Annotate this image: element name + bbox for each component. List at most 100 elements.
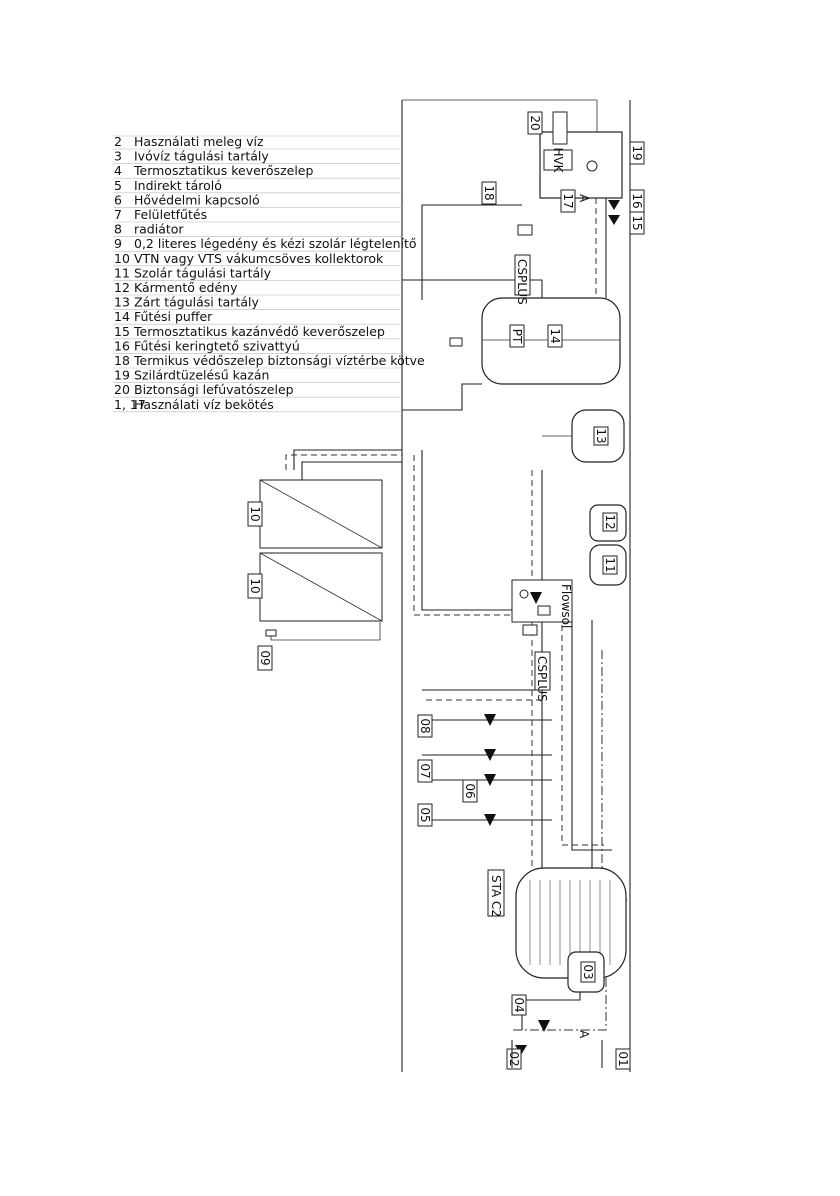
legend-number: 15 bbox=[114, 324, 130, 339]
boiler-safety-pipe bbox=[421, 204, 522, 300]
csplus-right-box bbox=[514, 254, 531, 296]
tag-18 bbox=[481, 181, 497, 205]
buffer-top-pipe bbox=[402, 383, 482, 411]
pt-label-box bbox=[509, 324, 525, 348]
buffer-outlet-pipe bbox=[402, 279, 543, 298]
cold-water-pipe bbox=[601, 650, 627, 901]
tag-16-text: 16 bbox=[630, 193, 644, 208]
legend-text: Használati meleg víz bbox=[134, 134, 264, 149]
circuit-08-pump-icon bbox=[484, 714, 496, 726]
circuit-05-pump-icon bbox=[484, 814, 496, 826]
legend-number: 6 bbox=[114, 192, 122, 207]
boiler-mixing-valve-icon bbox=[608, 215, 620, 225]
tag-06 bbox=[462, 779, 478, 803]
tag-17-text: 17 bbox=[561, 193, 575, 208]
legend-number: 11 bbox=[114, 265, 130, 280]
tag-10-b bbox=[247, 573, 263, 599]
tag-10-a-text: 10 bbox=[248, 506, 262, 521]
solar-to-tank-pipe bbox=[571, 610, 612, 851]
legend-number: 12 bbox=[114, 280, 130, 295]
tag-09 bbox=[257, 645, 273, 671]
tag-13-text: 13 bbox=[594, 428, 608, 443]
tag-06-text: 06 bbox=[463, 783, 477, 798]
legend-text: Termosztatikus kazánvédő keverőszelep bbox=[133, 324, 385, 339]
legend-number: 20 bbox=[114, 382, 130, 397]
legend-number: 16 bbox=[114, 338, 130, 353]
solid-fuel-boiler-19: HVK 19 20 bbox=[527, 111, 645, 199]
legend-text: 0,2 literes légedény és kézi szolár légt… bbox=[134, 236, 417, 251]
tag-15 bbox=[629, 211, 645, 235]
flowsol-label: Flowsol bbox=[559, 584, 573, 628]
boiler-door-icon bbox=[586, 160, 598, 172]
flue-pipe-icon bbox=[552, 111, 568, 145]
legend-text: Ivóvíz tágulási tartály bbox=[134, 149, 269, 164]
legend-number: 18 bbox=[114, 353, 130, 368]
csplus-right-unit-icon bbox=[517, 224, 533, 236]
legend-text: Termosztatikus keverőszelep bbox=[133, 163, 314, 178]
legend-number: 5 bbox=[114, 178, 122, 193]
solar-expansion-tank-11: 11 bbox=[589, 544, 627, 586]
legend-text: Használati víz bekötés bbox=[134, 397, 274, 412]
legend-number: 2 bbox=[114, 134, 122, 149]
tag-14 bbox=[547, 324, 563, 348]
circuit-06-pump-icon bbox=[484, 774, 496, 786]
csplus-left-box bbox=[534, 651, 551, 691]
dhw-connections: 03 04 01 02 A bbox=[506, 951, 631, 1070]
tag-12 bbox=[602, 512, 618, 532]
legend-number: 4 bbox=[114, 163, 122, 178]
tag-13 bbox=[593, 426, 609, 446]
tag-04-text: 04 bbox=[512, 997, 526, 1012]
legend-text: radiátor bbox=[134, 222, 184, 237]
tag-03 bbox=[580, 961, 596, 983]
legend-text: Hővédelmi kapcsoló bbox=[134, 192, 260, 207]
legend-text: Fűtési puffer bbox=[134, 309, 213, 324]
tag-08-text: 08 bbox=[418, 718, 432, 733]
circuit-07-pump-icon bbox=[484, 749, 496, 761]
label-a-right: A bbox=[577, 194, 591, 203]
tag-17 bbox=[560, 189, 576, 213]
legend-number: 3 bbox=[114, 149, 122, 164]
tag-03-text: 03 bbox=[581, 964, 595, 979]
legend-text: Zárt tágulási tartály bbox=[134, 295, 259, 310]
flowsol-pump-icon bbox=[530, 592, 542, 604]
indirect-tank-sta-c2: STA C2 bbox=[487, 867, 627, 979]
tag-11-text: 11 bbox=[603, 557, 617, 572]
dhw-coil-hatch bbox=[529, 880, 611, 965]
tag-08 bbox=[417, 714, 433, 738]
heating-circuits: 05 06 07 08 bbox=[417, 689, 552, 827]
dhw-circulation-pump-icon bbox=[538, 1020, 550, 1032]
tag-02-text: 02 bbox=[507, 1051, 521, 1066]
flowsol-gauge-icon bbox=[519, 589, 529, 599]
tag-20 bbox=[527, 111, 543, 135]
tag-18-text: 18 bbox=[482, 185, 496, 200]
legend-text: Szolár tágulási tartály bbox=[134, 265, 272, 280]
tag-10-b-text: 10 bbox=[248, 578, 262, 593]
legend-number: 10 bbox=[114, 251, 130, 266]
legend-text: Felületfűtés bbox=[134, 207, 207, 222]
collector-return-line bbox=[285, 454, 402, 470]
air-vent-icon bbox=[265, 629, 277, 637]
legend-text: Biztonsági lefúvatószelep bbox=[134, 382, 294, 397]
heating-buffer-14: PT 14 bbox=[402, 279, 621, 411]
legend-text: Indirekt tároló bbox=[134, 178, 222, 193]
tag-14-text: 14 bbox=[548, 328, 562, 343]
vent-pipe bbox=[270, 622, 381, 641]
tag-10-a bbox=[247, 501, 263, 527]
legend: 2 Használati meleg víz 3 Ivóvíz tágulási ta… bbox=[113, 134, 425, 413]
legend-text: Szilárdtüzelésű kazán bbox=[134, 368, 269, 383]
collector-flow-line bbox=[293, 449, 402, 470]
legend-text: VTN vagy VTS vákumcsöves kollektorok bbox=[134, 251, 384, 266]
collector-link-line bbox=[301, 461, 402, 480]
flowsol-valve-icon bbox=[537, 605, 551, 616]
legend-number: 13 bbox=[114, 295, 130, 310]
tag-07-text: 07 bbox=[418, 763, 432, 778]
tag-01-text: 01 bbox=[616, 1051, 630, 1066]
collector-1-diagonal bbox=[259, 479, 383, 549]
buffer-vent-icon bbox=[449, 337, 463, 347]
tag-04 bbox=[511, 994, 527, 1016]
tag-01 bbox=[615, 1048, 631, 1070]
boiler-pump-icon bbox=[608, 200, 620, 210]
legend-number: 19 bbox=[114, 368, 130, 383]
tag-09-text: 09 bbox=[258, 650, 272, 665]
